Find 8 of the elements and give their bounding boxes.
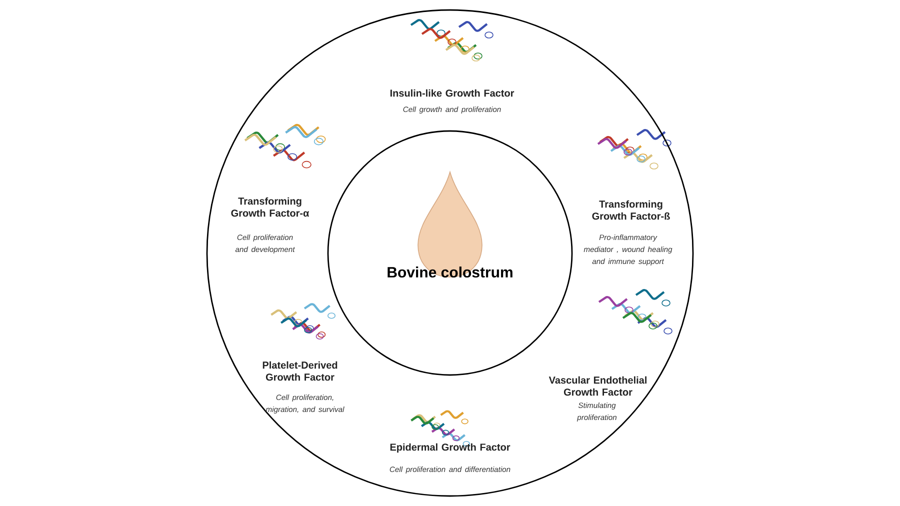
factor-name: Transforming Growth Factor-α — [231, 197, 310, 217]
factor-name: Platelet-Derived Growth Factor — [262, 361, 338, 381]
factor-name: Insulin-like Growth Factor — [390, 89, 514, 97]
factor-name: Epidermal Growth Factor — [390, 443, 510, 453]
outer-ring — [206, 9, 694, 497]
title-text: Bovine colostrum — [388, 266, 512, 278]
factor-name: Transforming Growth Factor-ß — [592, 200, 670, 220]
factor-name: Vascular Endothelial Growth Factor — [548, 376, 646, 396]
